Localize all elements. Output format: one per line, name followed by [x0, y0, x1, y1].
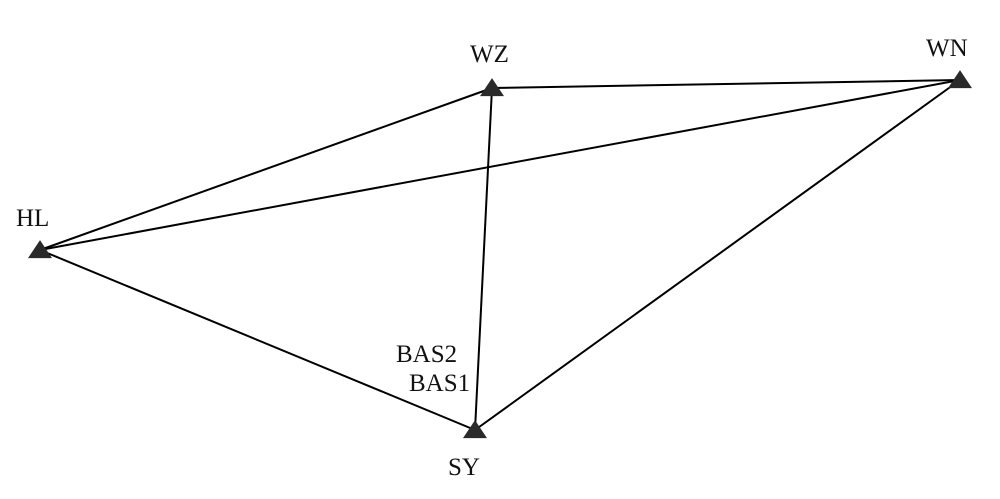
annotation-bas2: BAS2	[396, 341, 457, 368]
baseline-wz-sy	[474, 87, 493, 431]
station-label-sy: SY	[448, 454, 480, 481]
station-marker-hl-triangle-icon	[28, 240, 52, 259]
baseline-sy-wn	[474, 79, 961, 431]
annotation-bas1: BAS1	[409, 370, 470, 397]
station-labels: HL WZ WN SY BAS2 BAS1	[16, 35, 968, 481]
station-label-hl: HL	[16, 205, 49, 232]
station-marker-wz-triangle-icon	[480, 78, 504, 97]
baseline-hl-wn	[39, 79, 961, 251]
station-marker-sy-triangle-icon	[463, 420, 487, 439]
stations	[28, 70, 972, 439]
baseline-hl-wz	[39, 87, 493, 251]
station-marker-wn-triangle-icon	[948, 70, 972, 89]
station-label-wz: WZ	[470, 41, 509, 68]
baseline-wz-wn	[491, 79, 961, 89]
station-label-wn: WN	[926, 35, 968, 62]
baseline-hl-sy	[39, 249, 476, 431]
baselines	[39, 79, 961, 431]
